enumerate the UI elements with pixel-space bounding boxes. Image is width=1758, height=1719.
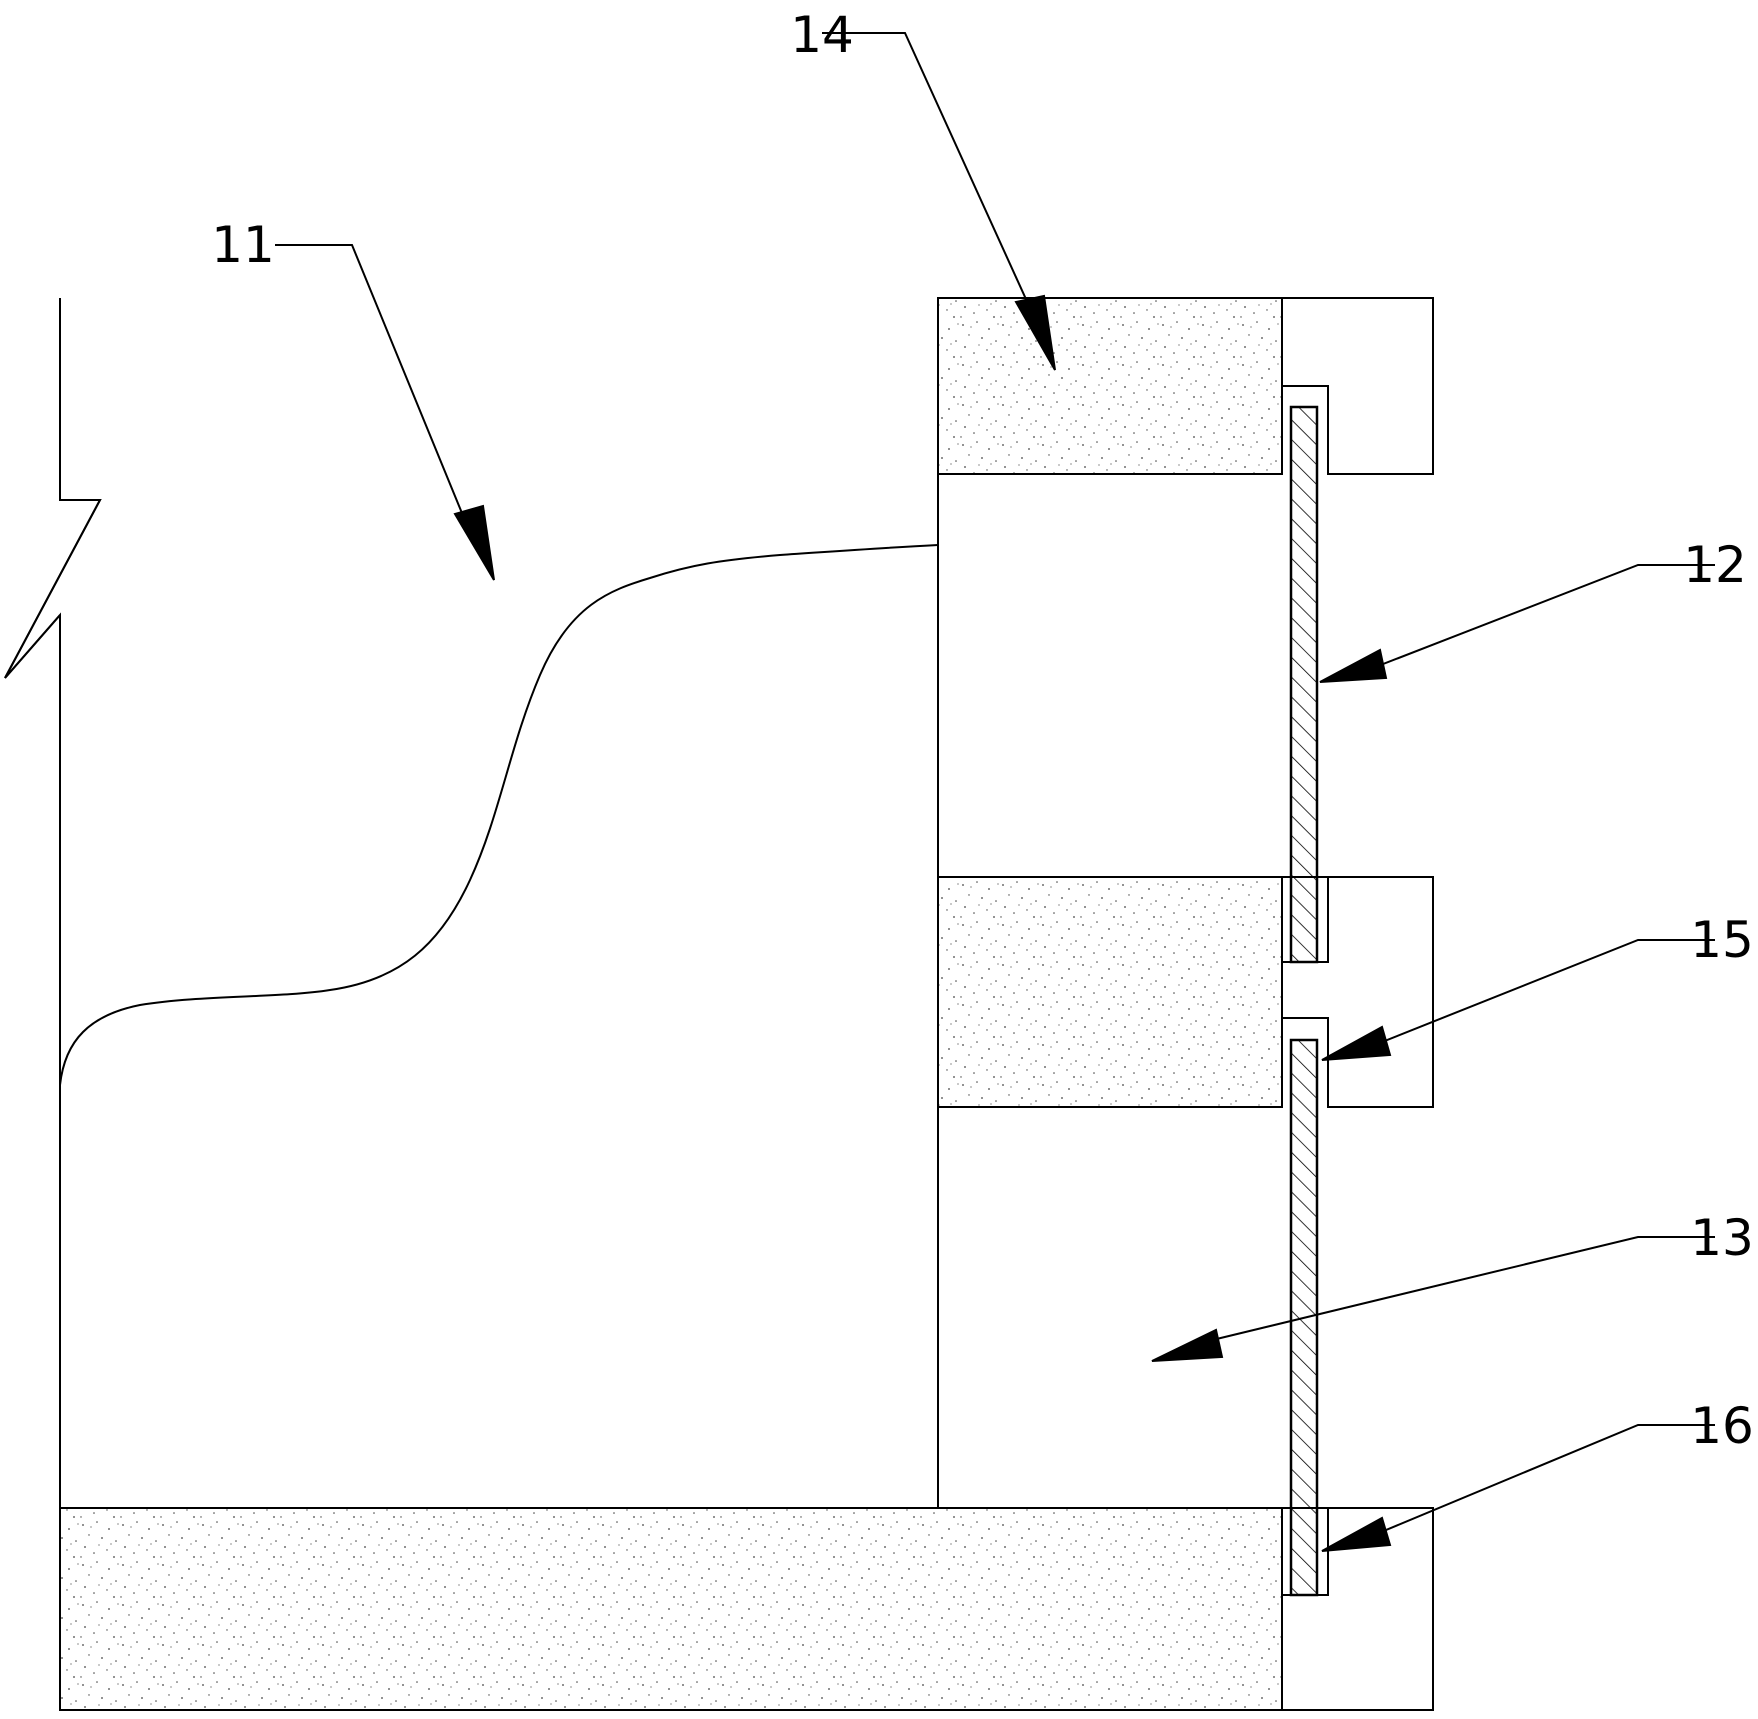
arrowhead-11 [453, 504, 495, 581]
drawing-geometry [4, 297, 1434, 1711]
ref-label-14: 14 [790, 6, 854, 64]
ref-label-11: 11 [211, 216, 275, 274]
leaders [275, 32, 1715, 1552]
arrowhead-12 [1319, 648, 1388, 683]
liquid-surface-curve [59, 544, 939, 1086]
leader-11 [275, 244, 474, 541]
reference-numerals: 11 14 12 15 13 16 [211, 6, 1754, 1455]
leader-12 [1359, 564, 1715, 674]
ref-label-12: 12 [1683, 536, 1747, 594]
plate-upper [1289, 405, 1319, 964]
break-line [4, 499, 102, 679]
bottom-frame [1282, 1507, 1434, 1711]
slot-lower [1282, 1017, 1329, 1107]
ref-label-16: 16 [1690, 1397, 1754, 1455]
arrowhead-14 [1014, 294, 1056, 371]
arrowhead-16 [1321, 1516, 1392, 1552]
ref-label-15: 15 [1690, 911, 1754, 969]
leader-16 [1361, 1424, 1715, 1541]
arrowhead-15 [1321, 1025, 1392, 1061]
slot-upper [1282, 385, 1329, 474]
leader-15 [1361, 939, 1715, 1051]
leader-14 [822, 32, 1041, 331]
ref-label-13: 13 [1690, 1209, 1754, 1267]
leader-13 [1199, 1236, 1715, 1344]
arrowhead-13 [1151, 1328, 1224, 1362]
filter-block-bottom [59, 1507, 1283, 1711]
filter-block-middle [937, 876, 1283, 1108]
filter-block-top [937, 297, 1283, 475]
